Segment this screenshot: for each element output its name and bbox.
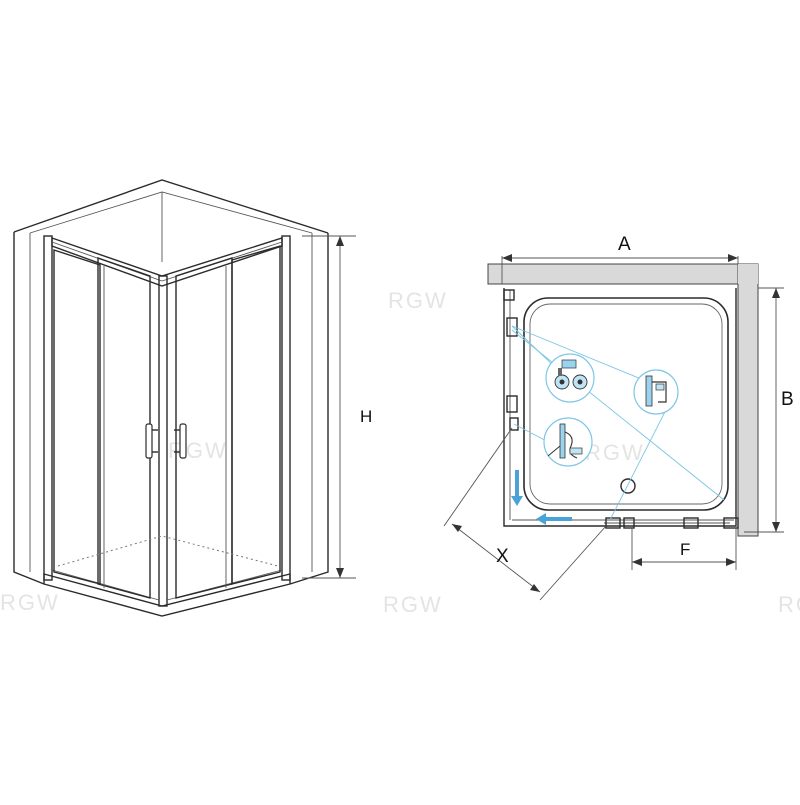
perspective-view: H: [13, 179, 372, 617]
wall-top-edge: [13, 179, 329, 234]
entrance-f-label: F: [680, 540, 690, 559]
enclosure-outline: [503, 288, 737, 527]
height-label: H: [360, 407, 372, 426]
watermark-6: RGW: [778, 592, 800, 617]
watermark-5: RGW: [383, 592, 443, 617]
width-b-label: B: [781, 389, 794, 410]
width-a-label: A: [618, 234, 631, 255]
dimension-a: A: [501, 234, 739, 284]
plan-view: A B: [443, 234, 794, 601]
watermark-3: RGW: [585, 440, 645, 465]
corner-post: [158, 275, 168, 607]
direction-arrow-icon: [511, 470, 572, 525]
watermark-1: RGW: [388, 288, 448, 313]
right-wall-panel: [289, 233, 329, 585]
tray-back-edge: [57, 535, 279, 567]
watermark-2: RGW: [168, 438, 228, 463]
diagonal-x-label: X: [496, 546, 509, 567]
shower-tray: [523, 297, 729, 511]
dimension-f: F: [631, 528, 737, 570]
left-wall-panel: [13, 232, 45, 585]
right-fixed-panel: [231, 245, 281, 585]
magnetic-profile-icon[interactable]: [633, 369, 679, 415]
bottom-frame: [43, 573, 291, 617]
left-fixed-panel: [53, 249, 101, 585]
right-wall-profile: [281, 235, 291, 581]
wall-top-inner-edge: [29, 191, 313, 234]
right-wall: [737, 263, 759, 537]
watermark-4: RGW: [0, 590, 60, 615]
height-dimension: H: [302, 235, 372, 579]
watermarks: RGW RGW RGW RGW RGW RGW: [0, 288, 800, 617]
drain-icon: [620, 478, 636, 494]
left-sliding-door: [97, 257, 151, 599]
roller-wheels-icon[interactable]: [545, 353, 595, 403]
left-wall-profile: [43, 235, 53, 581]
dimension-b: B: [744, 287, 794, 533]
door-seal-icon[interactable]: [543, 417, 593, 467]
door-handles-icon[interactable]: [145, 423, 187, 459]
dimension-x: X: [443, 427, 607, 601]
top-wall: [487, 263, 739, 285]
